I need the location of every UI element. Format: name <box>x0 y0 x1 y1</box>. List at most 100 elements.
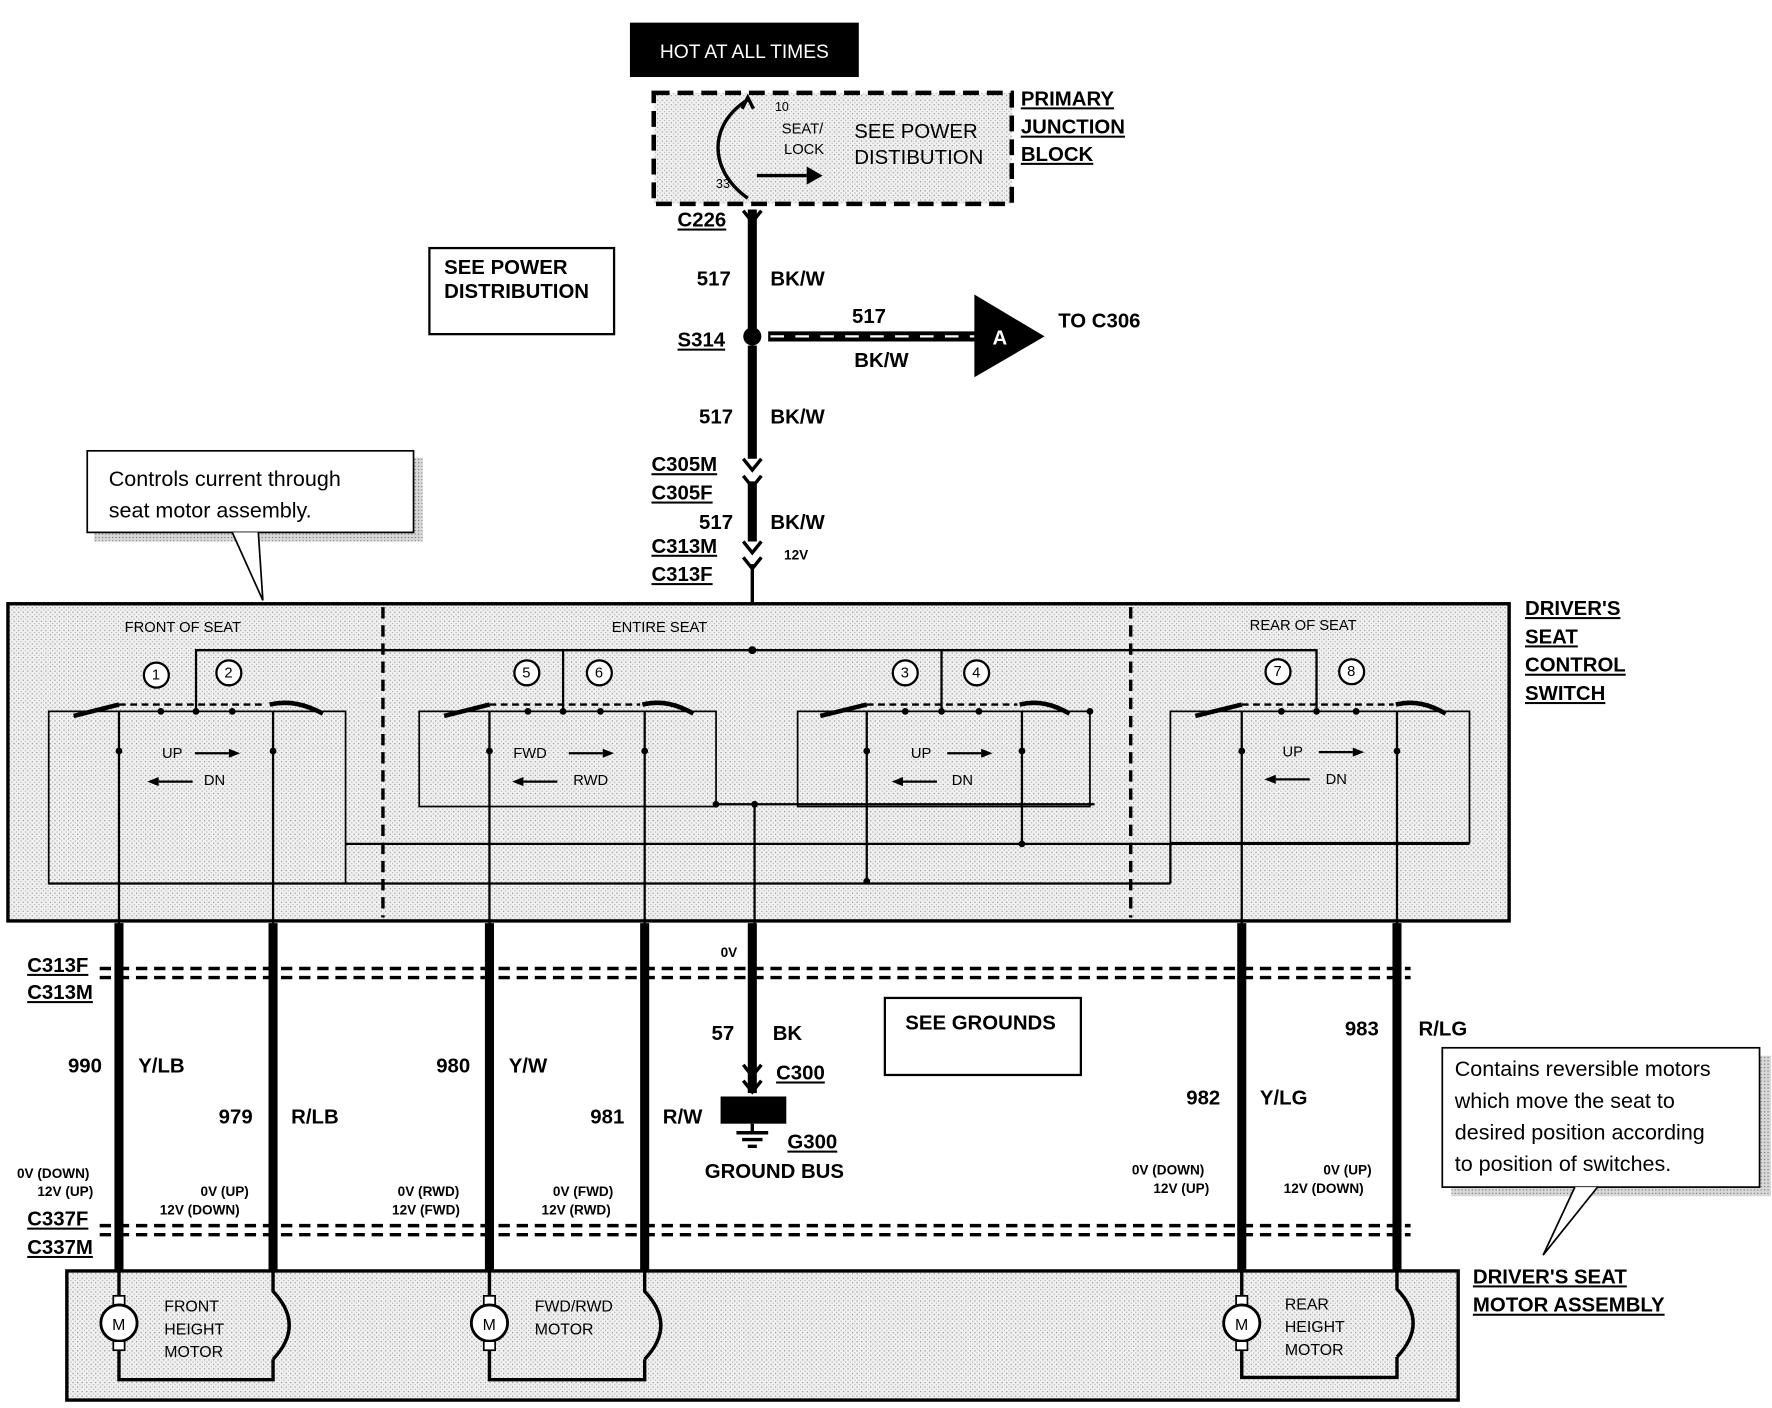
wire-number: 517 <box>699 407 733 429</box>
ground-g300: G300 <box>787 1132 837 1154</box>
svg-text:MOTOR: MOTOR <box>535 1321 594 1338</box>
fuse-name: SEAT/ <box>782 122 824 138</box>
see-power-text: SEE POWER <box>854 121 977 143</box>
connector-c305f: C305F <box>651 483 712 505</box>
wire-980-voltage: 0V (RWD) <box>398 1184 460 1199</box>
wire-labels: 990 Y/LB 0V (DOWN) 12V (UP) 979 R/LB 0V … <box>17 1018 1467 1217</box>
rear-height-motor: M REAR HEIGHT MOTOR <box>1222 1270 1415 1380</box>
ground-voltage: 0V <box>721 945 738 960</box>
svg-text:Contains reversible motors: Contains reversible motors <box>1455 1057 1711 1081</box>
arrow-a <box>974 294 1045 378</box>
fuse-number: 10 <box>775 100 789 114</box>
ground-wire-number: 57 <box>712 1023 735 1045</box>
pin-8: 8 <box>1347 664 1355 680</box>
connector-c337f: C337F <box>27 1209 88 1231</box>
wire-color: BK/W <box>854 350 909 372</box>
connector-c337-line: C337F C337M <box>27 1209 1411 1259</box>
hot-at-all-times-label: HOT AT ALL TIMES <box>629 22 859 78</box>
fuse-symbol <box>716 98 749 200</box>
svg-text:FRONT: FRONT <box>164 1299 219 1316</box>
svg-text:UP: UP <box>1283 745 1304 761</box>
pin-2: 2 <box>224 665 232 681</box>
connector-c305m: C305M <box>651 454 717 476</box>
svg-text:FWD: FWD <box>513 746 547 762</box>
arrow-letter: A <box>993 327 1008 349</box>
voltage-label: 12V <box>784 548 808 563</box>
motor-symbol: M <box>1235 1317 1248 1334</box>
connector-c313m: C313M <box>651 536 717 558</box>
svg-text:FWD/RWD: FWD/RWD <box>535 1299 613 1316</box>
pin-1: 1 <box>152 668 160 684</box>
see-grounds-box: SEE GROUNDS <box>883 996 1083 1077</box>
seat-motor-assembly: DRIVER'S SEAT MOTOR ASSEMBLY M FRONT HEI… <box>65 1266 1665 1402</box>
svg-text:desired position according: desired position according <box>1455 1121 1705 1145</box>
wire-number: 517 <box>699 512 733 534</box>
wire-981-number: 981 <box>590 1107 624 1129</box>
svg-text:HOT AT ALL TIMES: HOT AT ALL TIMES <box>660 42 829 63</box>
svg-text:MOTOR: MOTOR <box>1285 1342 1344 1359</box>
wire-979-voltage-2: 12V (DOWN) <box>160 1202 240 1217</box>
pin-5: 5 <box>522 665 530 681</box>
motor-assembly-title-2: MOTOR ASSEMBLY <box>1473 1295 1665 1317</box>
see-power-distribution-box: SEE POWER DISTRIBUTION <box>428 246 616 336</box>
svg-text:SEE GROUNDS: SEE GROUNDS <box>905 1013 1056 1035</box>
wire-983-color: R/LG <box>1419 1018 1468 1040</box>
wire-981-voltage: 0V (FWD) <box>553 1184 613 1199</box>
svg-text:DN: DN <box>952 773 973 789</box>
svg-text:MOTOR: MOTOR <box>164 1344 223 1361</box>
wire-979-number: 979 <box>219 1107 253 1129</box>
ground-bus-label: GROUND BUS <box>705 1161 844 1183</box>
wire-990-color: Y/LB <box>138 1056 184 1078</box>
fuse-name-2: LOCK <box>784 142 824 158</box>
ground-bus-block <box>720 1096 787 1124</box>
ground-circuit: 0V 57 BK C300 G300 GROUND BUS <box>705 945 844 1183</box>
ground-wire-color: BK <box>773 1023 803 1045</box>
svg-text:to position of switches.: to position of switches. <box>1455 1152 1671 1176</box>
wire-983-voltage: 0V (UP) <box>1323 1163 1371 1178</box>
wire-980-color: Y/W <box>509 1056 548 1078</box>
pin-3: 3 <box>901 665 909 681</box>
wire-982-number: 982 <box>1186 1087 1220 1109</box>
connector-c313-line: C313F C313M <box>27 955 1411 1004</box>
section-front: FRONT OF SEAT <box>125 620 241 636</box>
fwd-rwd-motor: M FWD/RWD MOTOR <box>469 1270 663 1382</box>
wire-990-voltage: 0V (DOWN) <box>17 1166 89 1181</box>
wire-983-voltage-2: 12V (DOWN) <box>1284 1181 1364 1196</box>
wire-980-number: 980 <box>436 1056 470 1078</box>
wire-983-number: 983 <box>1345 1018 1379 1040</box>
connector-c313m: C313M <box>27 982 93 1004</box>
wire-982-voltage: 0V (DOWN) <box>1132 1163 1204 1178</box>
motor-wires <box>114 923 1402 1271</box>
switch-callout: Controls current through seat motor asse… <box>86 449 423 601</box>
wire-990-voltage-2: 12V (UP) <box>37 1184 93 1199</box>
svg-text:REAR: REAR <box>1285 1296 1329 1313</box>
splice-s314 <box>743 327 762 346</box>
switch-rear-height: UP DN <box>1169 658 1471 927</box>
wire-982-color: Y/LG <box>1260 1087 1308 1109</box>
svg-text:DN: DN <box>204 773 225 789</box>
svg-text:UP: UP <box>911 746 932 762</box>
junction-title-2: JUNCTION <box>1021 117 1125 139</box>
primary-junction-block: 10 33 SEAT/ LOCK SEE POWER DISTIBUTION P… <box>651 88 1125 207</box>
svg-text:seat motor assembly.: seat motor assembly. <box>109 499 312 523</box>
junction-title: PRIMARY <box>1021 88 1115 110</box>
wire-color: BK/W <box>770 407 825 429</box>
connector-c337m: C337M <box>27 1237 93 1259</box>
section-rear: REAR OF SEAT <box>1250 618 1357 634</box>
motor-callout: Contains reversible motors which move th… <box>1441 1046 1771 1256</box>
svg-text:HEIGHT: HEIGHT <box>1285 1319 1345 1336</box>
switch-fwd-rwd: FWD RWD <box>418 659 717 927</box>
svg-text:HEIGHT: HEIGHT <box>164 1321 224 1338</box>
wire-981-color: R/W <box>663 1107 703 1129</box>
switch-front-height: UP DN <box>47 659 347 927</box>
seat-control-switch: FRONT OF SEAT ENTIRE SEAT REAR OF SEAT D… <box>6 598 1626 927</box>
connector-c313f: C313F <box>27 955 88 977</box>
switch-title: DRIVER'S <box>1525 598 1620 620</box>
svg-text:Controls current through: Controls current through <box>109 467 341 491</box>
to-c306-label: TO C306 <box>1058 310 1140 332</box>
wire-number: 517 <box>697 268 731 290</box>
switch-title-2: SEAT <box>1525 626 1578 648</box>
wire-979-voltage: 0V (UP) <box>201 1184 249 1199</box>
switch-title-3: CONTROL <box>1525 655 1626 677</box>
splice-label: S314 <box>678 330 726 352</box>
